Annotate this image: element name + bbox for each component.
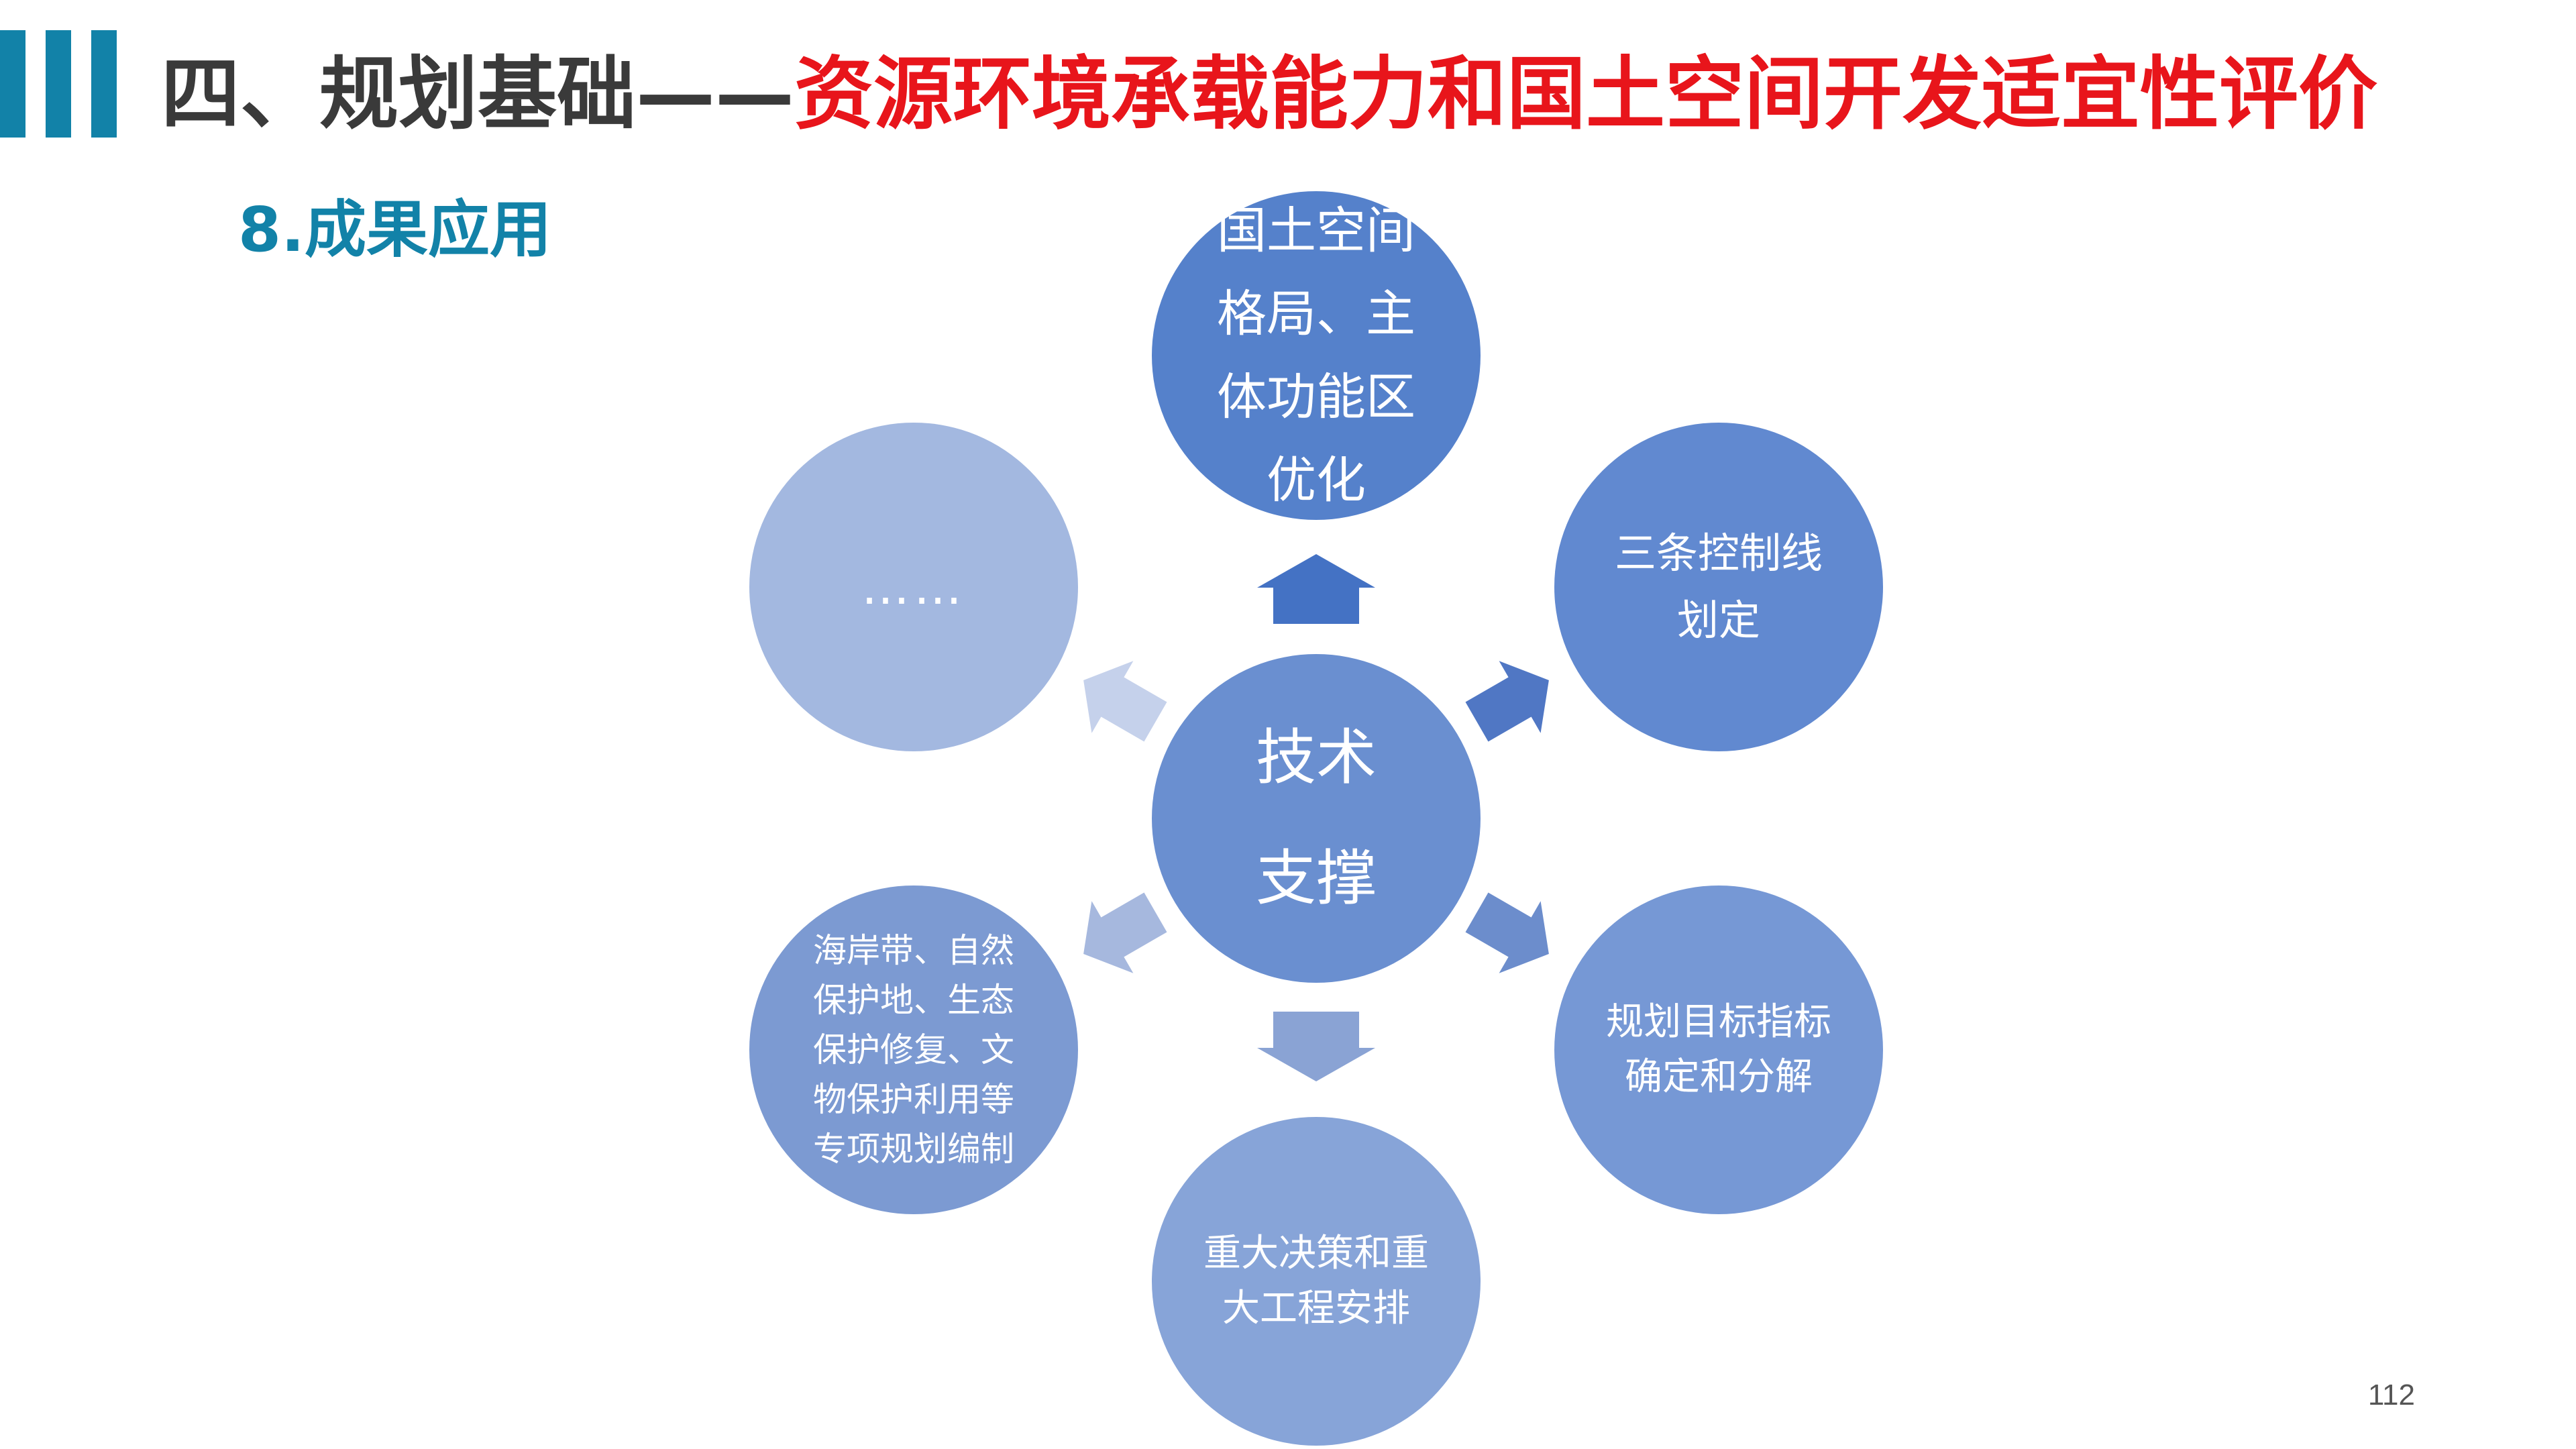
page-title: 四、规划基础——资源环境承载能力和国土空间开发适宜性评价 — [161, 40, 2377, 148]
node-upper-left: …… — [749, 423, 1078, 751]
arrow-upper-left-icon — [1083, 661, 1167, 742]
arrow-up-icon — [1257, 554, 1375, 624]
page-title-prefix: 四、规划基础—— — [161, 48, 795, 140]
page-number: 112 — [2367, 1379, 2415, 1411]
node-upper-left-label: …… — [861, 559, 966, 615]
arrow-upper-right-icon — [1465, 661, 1549, 742]
page-title-main: 资源环境承载能力和国土空间开发适宜性评价 — [794, 48, 2378, 140]
node-lower-left-label: 海岸带、自然 保护地、生态 保护修复、文 物保护利用等 专项规划编制 — [813, 931, 1014, 1169]
node-lower-left: 海岸带、自然 保护地、生态 保护修复、文 物保护利用等 专项规划编制 — [749, 885, 1078, 1214]
arrow-lower-right-icon — [1465, 892, 1549, 973]
header-bar-1 — [0, 30, 25, 138]
section-subtitle: 8.成果应用 — [238, 194, 551, 266]
node-center: 技术 支撑 — [1152, 654, 1481, 983]
node-upper-right-label: 三条控制线 划定 — [1614, 529, 1823, 645]
node-top: 国土空间 格局、主 体功能区 优化 — [1152, 191, 1481, 520]
node-top-label: 国土空间 格局、主 体功能区 优化 — [1217, 202, 1415, 509]
node-lower-right-label: 规划目标指标 确定和分解 — [1606, 1000, 1831, 1099]
node-upper-right: 三条控制线 划定 — [1554, 423, 1883, 751]
arrow-lower-left-icon — [1083, 892, 1167, 973]
node-center-label: 技术 支撑 — [1256, 722, 1377, 914]
header-bar-3 — [91, 30, 117, 138]
node-bottom: 重大决策和重 大工程安排 — [1152, 1117, 1481, 1446]
header-bar-2 — [46, 30, 71, 138]
arrow-down-icon — [1257, 1012, 1375, 1081]
node-bottom-label: 重大决策和重 大工程安排 — [1203, 1232, 1429, 1330]
node-lower-right: 规划目标指标 确定和分解 — [1554, 885, 1883, 1214]
